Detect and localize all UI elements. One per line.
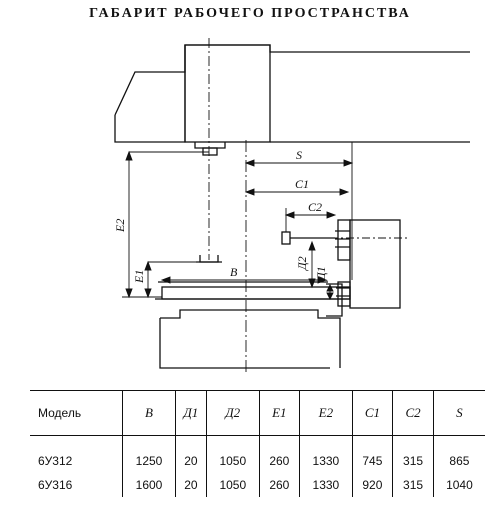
col-header-D1: Д1 (174, 390, 207, 436)
table-row: 6У316 1600 20 1050 260 1330 920 315 1040 (30, 473, 485, 497)
table-row: 6У312 1250 20 1050 260 1330 745 315 865 (30, 435, 485, 473)
col-header-B: B (122, 390, 176, 436)
cell-C2: 315 (392, 435, 434, 473)
dimensions-table-wrap: Модель B Д1 Д2 E1 E2 C1 C2 S 6У312 1250 … (30, 390, 485, 497)
label-B: B (230, 265, 238, 279)
table-header-row: Модель B Д1 Д2 E1 E2 C1 C2 S (30, 390, 485, 436)
col-header-S: S (432, 390, 485, 436)
page-title: ГАБАРИТ РАБОЧЕГО ПРОСТРАНСТВА (89, 6, 411, 21)
cell-C1: 920 (351, 473, 393, 497)
label-E2: E2 (113, 219, 127, 233)
cell-B: 1600 (122, 473, 176, 497)
col-header-E2: E2 (299, 390, 353, 436)
cell-D2: 1050 (206, 435, 260, 473)
cell-model: 6У312 (38, 454, 73, 468)
workspace-diagram: S C1 C2 B E2 E1 Д2 Д1 (113, 38, 470, 375)
label-S: S (296, 148, 302, 162)
label-D2: Д2 (295, 256, 309, 271)
dimensions-table: Модель B Д1 Д2 E1 E2 C1 C2 S 6У312 1250 … (30, 390, 485, 497)
cell-E1: 260 (258, 435, 300, 473)
label-E1: E1 (132, 270, 146, 284)
col-header-C2: C2 (392, 390, 434, 436)
cell-D1: 20 (174, 473, 207, 497)
cell-D1: 20 (174, 435, 207, 473)
cell-model: 6У316 (38, 478, 73, 492)
label-C2: C2 (308, 200, 322, 214)
cell-S: 865 (432, 435, 485, 473)
col-header-E1: E1 (258, 390, 300, 436)
col-header-D2: Д2 (206, 390, 260, 436)
cell-C1: 745 (351, 435, 393, 473)
cell-B: 1250 (122, 435, 176, 473)
label-D1: Д1 (314, 266, 328, 281)
cell-E2: 1330 (299, 435, 353, 473)
label-C1: C1 (295, 177, 309, 191)
cell-E2: 1330 (299, 473, 353, 497)
cell-C2: 315 (392, 473, 434, 497)
cell-D2: 1050 (206, 473, 260, 497)
col-header-model: Модель (30, 390, 123, 436)
cell-S: 1040 (432, 473, 485, 497)
col-header-C1: C1 (351, 390, 393, 436)
cell-E1: 260 (258, 473, 300, 497)
